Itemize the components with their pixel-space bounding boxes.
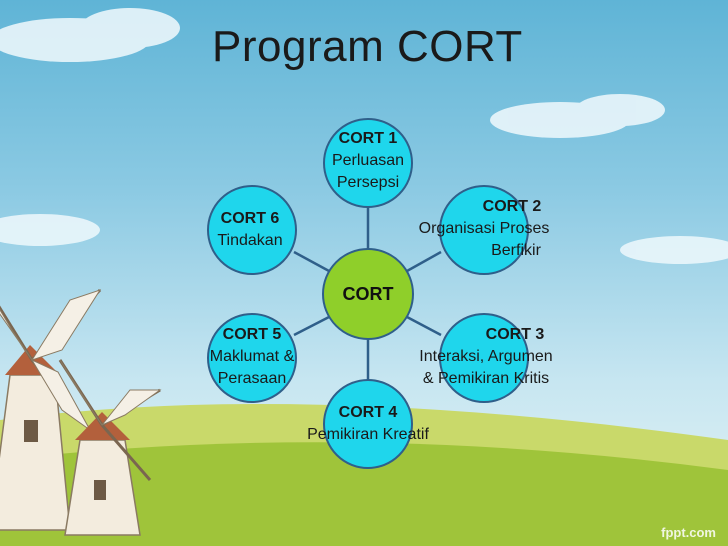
slide-title: Program CORT bbox=[212, 22, 523, 71]
node-desc-line: Perluasan bbox=[331, 152, 405, 169]
node-cort3: CORT 3 Interaksi, Argumen & Pemikiran Kr… bbox=[396, 324, 576, 390]
node-title: CORT 4 bbox=[338, 404, 398, 421]
node-title: CORT 3 bbox=[485, 326, 545, 343]
connectors bbox=[293, 207, 442, 380]
node-title: CORT 6 bbox=[220, 210, 280, 227]
node-cort6: CORT 6 Tindakan bbox=[200, 208, 300, 252]
node-title: CORT 1 bbox=[338, 130, 398, 147]
node-desc-line: Persepsi bbox=[336, 174, 400, 191]
node-desc-line: Tindakan bbox=[217, 232, 283, 249]
center-circle bbox=[322, 248, 414, 340]
node-desc-line: Maklumat & bbox=[209, 348, 295, 365]
node-title: CORT 5 bbox=[222, 326, 282, 343]
center-label: CORT bbox=[342, 284, 394, 304]
windmill-right bbox=[58, 359, 162, 536]
node-title: CORT 2 bbox=[482, 198, 542, 215]
connector-cort2 bbox=[406, 250, 442, 273]
node-circle-cort4 bbox=[323, 379, 413, 469]
node-circle-cort2 bbox=[439, 185, 529, 275]
node-desc-line: & Pemikiran Kritis bbox=[422, 370, 550, 387]
node-desc-line: Pemikiran Kreatif bbox=[307, 426, 429, 443]
node-desc-line: Berfikir bbox=[491, 242, 541, 259]
node-desc-line: Organisasi Proses bbox=[418, 220, 550, 237]
node-circle-cort3 bbox=[439, 313, 529, 403]
clouds bbox=[0, 8, 728, 264]
node-circle-cort6 bbox=[207, 185, 297, 275]
watermark: fppt.com bbox=[661, 525, 716, 540]
windmill-left bbox=[0, 288, 102, 531]
node-circle-cort1 bbox=[323, 118, 413, 208]
node-circle-cort5 bbox=[207, 313, 297, 403]
front-hill bbox=[0, 442, 728, 546]
connector-cort5 bbox=[293, 315, 330, 337]
node-cort1: CORT 1 Perluasan Persepsi bbox=[318, 128, 418, 194]
node-cort2: CORT 2 Organisasi Proses Berfikir bbox=[396, 196, 572, 262]
node-desc-line: Interaksi, Argumen bbox=[419, 348, 553, 365]
node-cort4: CORT 4 Pemikiran Kreatif bbox=[288, 402, 448, 446]
connector-cort6 bbox=[293, 250, 330, 273]
connector-cort3 bbox=[406, 315, 442, 337]
outer-circles bbox=[207, 118, 529, 469]
node-cort5: CORT 5 Maklumat & Perasaan bbox=[196, 324, 308, 390]
node-desc-line: Perasaan bbox=[217, 370, 287, 387]
